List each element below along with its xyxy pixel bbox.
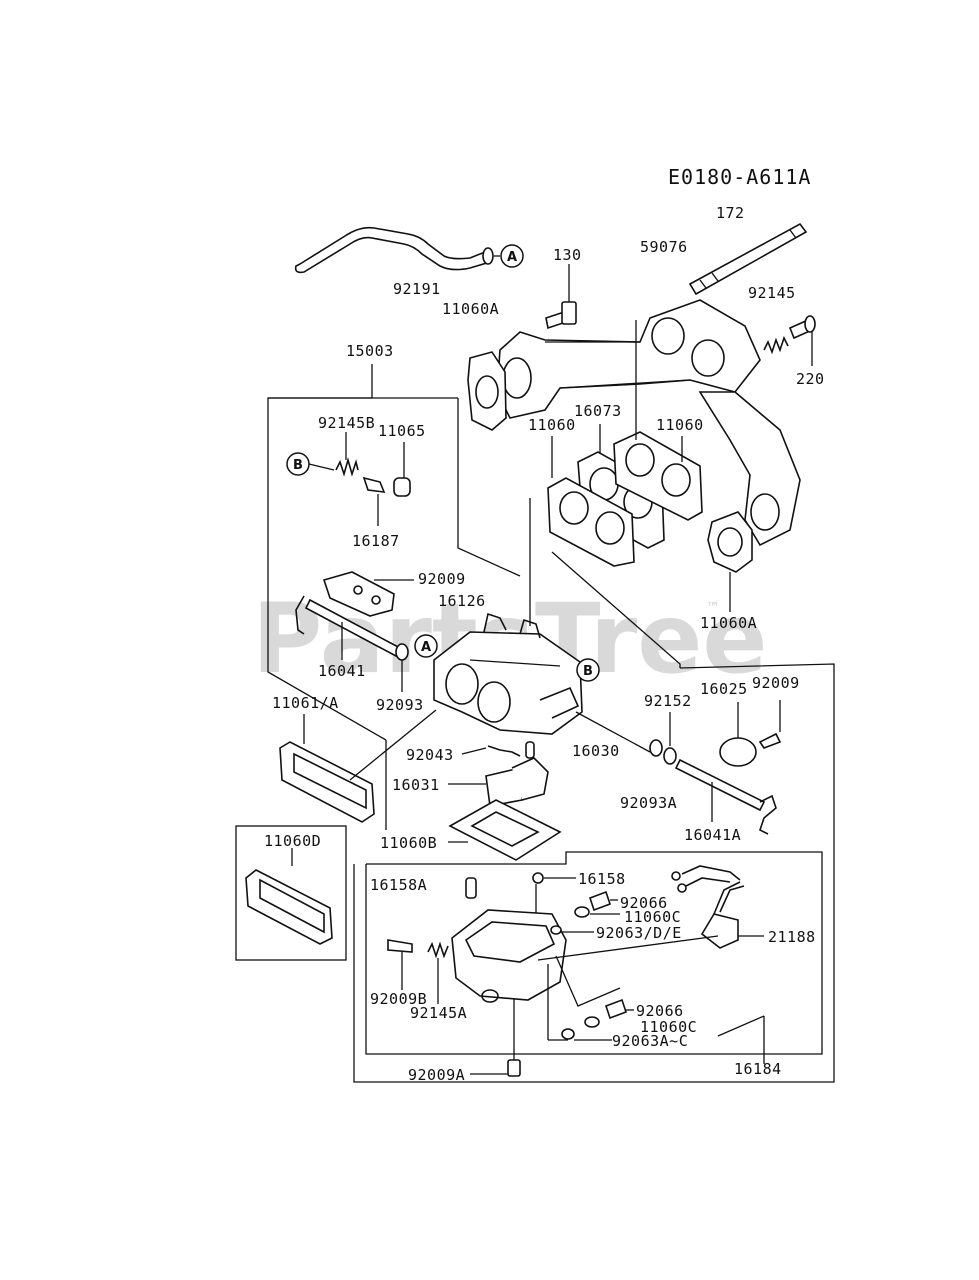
label-92066-bottom: 92066 xyxy=(636,1002,684,1020)
label-92152: 92152 xyxy=(644,692,692,710)
spring-92145[interactable] xyxy=(763,335,789,355)
gasket-11061a[interactable] xyxy=(279,741,375,823)
label-16030: 16030 xyxy=(572,742,620,760)
label-11065: 11065 xyxy=(378,422,426,440)
cap-11065[interactable] xyxy=(393,477,411,497)
gasket-11060-left[interactable] xyxy=(547,477,635,567)
label-16025: 16025 xyxy=(700,680,748,698)
breather-tube[interactable] xyxy=(294,226,494,274)
label-92009-top: 92009 xyxy=(418,570,466,588)
label-11061a: 11061/A xyxy=(272,694,339,712)
gasket-11060a-bottom[interactable] xyxy=(707,511,753,573)
label-92145a: 92145A xyxy=(410,1004,467,1022)
gasket-11060d[interactable] xyxy=(245,869,333,945)
plug-92066-bottom[interactable] xyxy=(604,998,628,1020)
screw-92063-ac[interactable] xyxy=(561,1028,575,1040)
label-16126: 16126 xyxy=(438,592,486,610)
svg-text:A: A xyxy=(421,640,431,655)
washer-92093[interactable] xyxy=(395,643,409,661)
carburetor-body-16126[interactable] xyxy=(433,612,583,735)
label-92093a: 92093A xyxy=(620,794,677,812)
label-16073: 16073 xyxy=(574,402,622,420)
label-11060d: 11060D xyxy=(264,832,321,850)
label-21188: 21188 xyxy=(768,928,816,946)
label-15003: 15003 xyxy=(346,342,394,360)
label-16158: 16158 xyxy=(578,870,626,888)
label-92145b: 92145B xyxy=(318,414,375,432)
label-11060a-top: 11060A xyxy=(442,300,499,318)
ref-marker-b-left: B xyxy=(286,452,310,476)
ref-marker-b-center: B xyxy=(576,658,600,682)
label-11060c-top: 11060C xyxy=(624,908,681,926)
float-16031[interactable] xyxy=(485,757,549,807)
bolt-130[interactable] xyxy=(545,301,577,330)
screw-16187[interactable] xyxy=(362,476,386,493)
label-16031: 16031 xyxy=(392,776,440,794)
screw-92009-right[interactable] xyxy=(758,732,782,749)
label-16187: 16187 xyxy=(352,532,400,550)
diagram-code: E0180-A611A xyxy=(668,165,811,189)
gasket-11060a-top[interactable] xyxy=(467,351,507,431)
label-92093: 92093 xyxy=(376,696,424,714)
plug-92066-top[interactable] xyxy=(574,890,612,918)
label-92009b: 92009B xyxy=(370,990,427,1008)
drain-screw-92009a[interactable] xyxy=(507,1059,521,1077)
label-92009-right: 92009 xyxy=(752,674,800,692)
label-11060a-bottom: 11060A xyxy=(700,614,757,632)
svg-text:B: B xyxy=(583,664,593,679)
gasket-11060-right[interactable] xyxy=(613,431,703,521)
needle-pin[interactable] xyxy=(525,741,535,759)
throttle-plate-16025[interactable] xyxy=(719,737,757,767)
solenoid-21188[interactable] xyxy=(671,865,745,949)
label-92043: 92043 xyxy=(406,746,454,764)
spring-92043[interactable] xyxy=(487,745,521,757)
label-92191: 92191 xyxy=(393,280,441,298)
label-11060-right: 11060 xyxy=(656,416,704,434)
shaft-16041a[interactable] xyxy=(674,758,777,835)
label-92063-de: 92063/D/E xyxy=(596,924,682,942)
bolt-220[interactable] xyxy=(788,315,816,340)
throttle-shaft-16041[interactable] xyxy=(295,571,402,658)
svg-text:A: A xyxy=(507,250,517,265)
label-11060c-bottom: 11060C xyxy=(640,1018,697,1036)
label-16184: 16184 xyxy=(734,1060,782,1078)
label-11060b: 11060B xyxy=(380,834,437,852)
washer-92152[interactable] xyxy=(649,739,677,765)
box-16158a xyxy=(365,851,823,1055)
label-92063-ac: 92063A~C xyxy=(612,1032,688,1050)
spring-92145b[interactable] xyxy=(335,457,359,477)
intake-manifold[interactable] xyxy=(496,299,801,547)
label-16158a: 16158A xyxy=(370,876,427,894)
washer-11060c-bottom[interactable] xyxy=(584,1016,600,1028)
gasket-11060b[interactable] xyxy=(448,799,562,861)
screw-92009b[interactable] xyxy=(387,939,413,953)
label-11060-left: 11060 xyxy=(528,416,576,434)
ref-marker-a-center: A xyxy=(414,634,438,658)
spring-92145a[interactable] xyxy=(427,941,449,959)
label-16041a: 16041A xyxy=(684,826,741,844)
stud-172[interactable] xyxy=(688,222,808,296)
label-92066-top: 92066 xyxy=(620,894,668,912)
pin-16158a[interactable] xyxy=(465,877,477,899)
label-16041: 16041 xyxy=(318,662,366,680)
label-220: 220 xyxy=(796,370,825,388)
watermark-trademark: ™ xyxy=(706,600,720,616)
label-172: 172 xyxy=(716,204,745,222)
label-92009a: 92009A xyxy=(408,1066,465,1084)
float-bowl[interactable] xyxy=(451,909,567,1003)
label-59076: 59076 xyxy=(640,238,688,256)
screw-92063-de[interactable] xyxy=(550,925,562,935)
box-11060d xyxy=(235,825,347,961)
label-92145: 92145 xyxy=(748,284,796,302)
label-130: 130 xyxy=(553,246,582,264)
svg-text:B: B xyxy=(293,458,303,473)
ref-marker-a-top: A xyxy=(500,244,524,268)
clip-16158[interactable] xyxy=(532,872,544,884)
